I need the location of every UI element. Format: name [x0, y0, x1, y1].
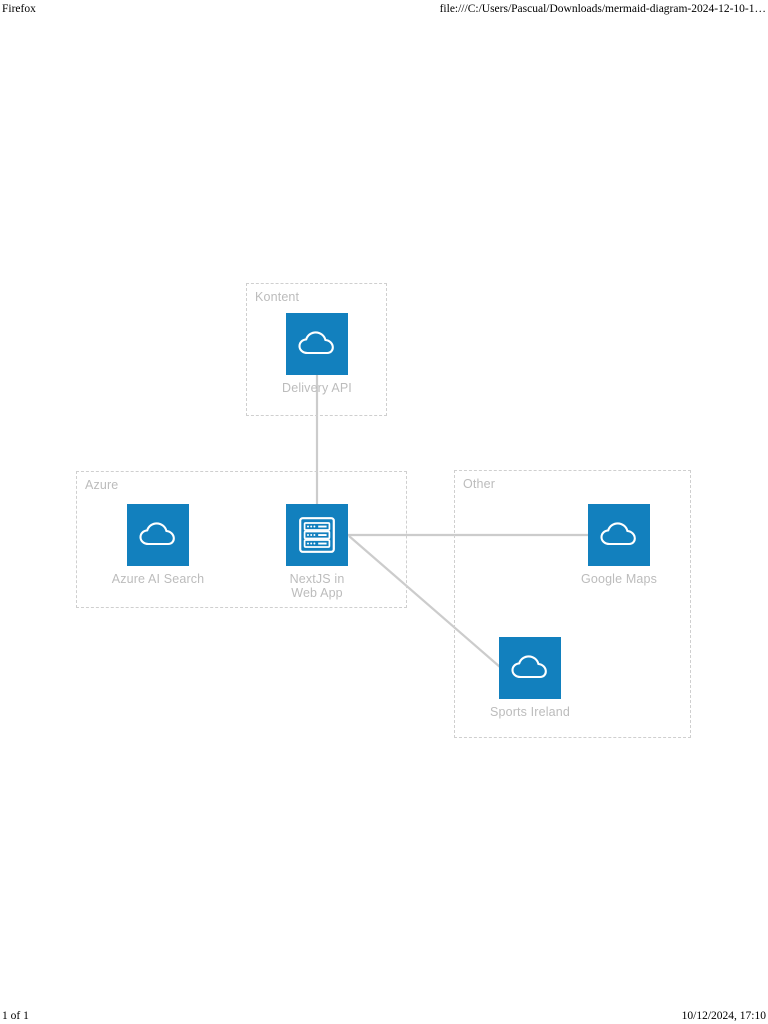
- cluster-kontent: Kontent: [246, 283, 387, 416]
- edge-nextjs-to-sports-ireland: [348, 535, 501, 668]
- print-header-browser-name: Firefox: [2, 3, 36, 15]
- cloud-icon: [139, 522, 175, 546]
- cluster-azure: Azure: [76, 471, 407, 608]
- node-sports-ireland[interactable]: Sports Ireland: [490, 637, 570, 719]
- cloud-icon: [511, 655, 547, 679]
- print-footer-timestamp: 10/12/2024, 17:10: [681, 1010, 766, 1022]
- node-delivery-api[interactable]: Delivery API: [282, 313, 352, 395]
- print-header: Firefox file:///C:/Users/Pascual/Downloa…: [0, 3, 768, 15]
- print-header-url: file:///C:/Users/Pascual/Downloads/merma…: [439, 3, 766, 15]
- print-footer-page-number: 1 of 1: [2, 1010, 29, 1022]
- cluster-other: Other: [454, 470, 691, 738]
- print-footer: 1 of 1 10/12/2024, 17:10: [0, 1010, 768, 1022]
- node-label-nextjs-web-app: NextJS in Web App: [289, 572, 345, 600]
- node-label-delivery-api: Delivery API: [282, 381, 352, 395]
- cluster-label-azure: Azure: [85, 478, 119, 492]
- node-nextjs-web-app[interactable]: NextJS in Web App: [286, 504, 348, 600]
- node-box-nextjs-web-app: [286, 504, 348, 566]
- cluster-label-kontent: Kontent: [255, 290, 300, 304]
- server-icon: [299, 517, 335, 553]
- node-google-maps[interactable]: Google Maps: [581, 504, 657, 586]
- node-box-delivery-api: [286, 313, 348, 375]
- node-azure-ai-search[interactable]: Azure AI Search: [112, 504, 204, 586]
- node-box-sports-ireland: [499, 637, 561, 699]
- node-label-sports-ireland: Sports Ireland: [490, 705, 570, 719]
- node-label-azure-ai-search: Azure AI Search: [111, 572, 205, 586]
- cloud-icon: [600, 522, 636, 546]
- cluster-label-other: Other: [463, 477, 496, 491]
- cloud-icon: [298, 331, 334, 355]
- node-box-google-maps: [588, 504, 650, 566]
- node-box-azure-ai-search: [127, 504, 189, 566]
- node-label-google-maps: Google Maps: [581, 572, 657, 586]
